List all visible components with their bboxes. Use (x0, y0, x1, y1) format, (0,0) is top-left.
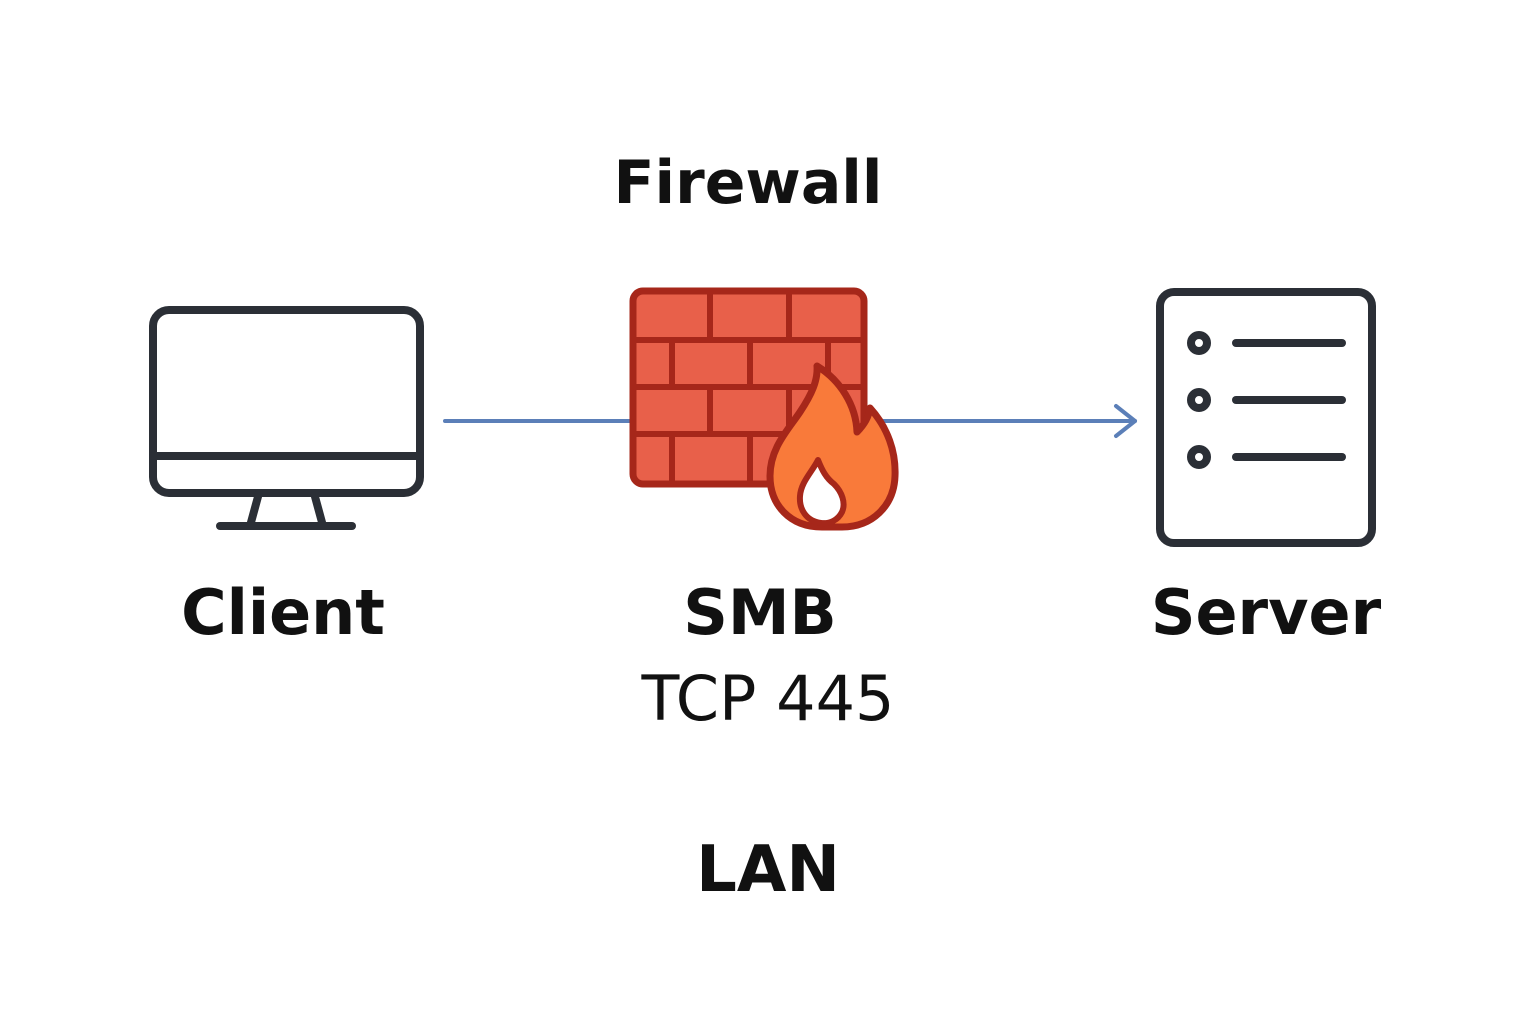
flame-icon (766, 362, 899, 531)
client-label: Client (181, 576, 385, 649)
monitor-icon (149, 306, 424, 530)
server-icon (1156, 288, 1376, 547)
server-label: Server (1150, 576, 1382, 649)
firewall-label: Firewall (613, 148, 883, 218)
network-label: LAN (696, 833, 840, 907)
port-label: TCP 445 (641, 662, 895, 735)
protocol-label: SMB (683, 576, 837, 649)
